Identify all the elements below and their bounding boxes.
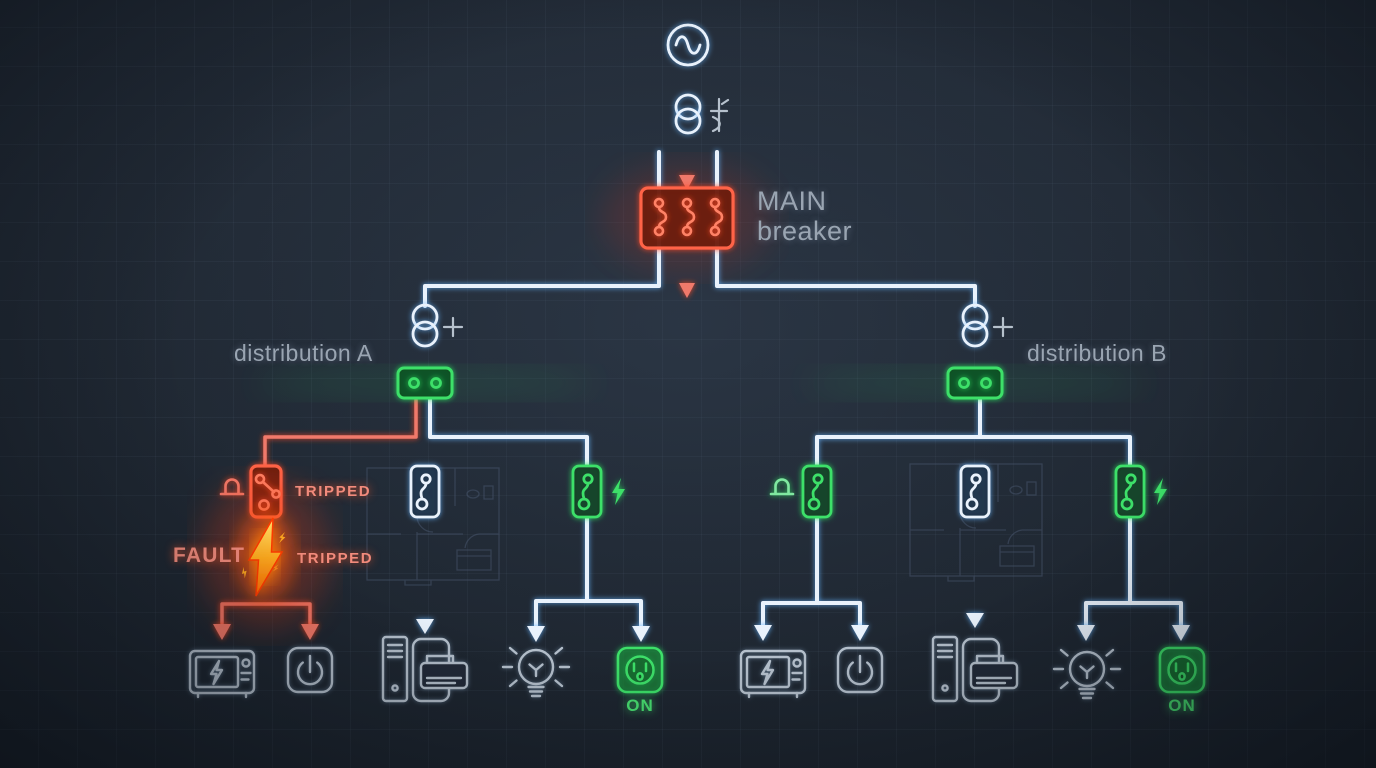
arrow-down-icon <box>966 613 984 628</box>
arrow-down-icon <box>1172 625 1190 641</box>
main-breaker-icon <box>639 186 735 250</box>
ambient-glows <box>255 133 1145 399</box>
bolt-icon <box>612 478 625 505</box>
outlet-icon <box>1160 648 1204 692</box>
winding-symbol-icon <box>709 97 730 133</box>
bolt-icon <box>1154 478 1167 505</box>
main-breaker-label: MAIN breaker <box>757 186 852 246</box>
arrow-down-icon <box>527 626 545 642</box>
breaker-closed-icon <box>409 464 441 519</box>
main-breaker-label-line1: MAIN <box>757 186 827 216</box>
arrow-down-icon <box>754 625 772 641</box>
computer-printer-icon <box>933 637 1017 701</box>
arrow-down-icon <box>301 624 319 640</box>
outlet-icon <box>618 648 662 692</box>
plus-icon <box>992 316 1014 338</box>
fault-tripped-status: TRIPPED <box>297 550 374 567</box>
microwave-icon <box>190 651 254 697</box>
ac-source-icon <box>666 23 710 67</box>
outlet-a-status: ON <box>626 696 654 715</box>
breaker-on-icon <box>1114 464 1146 519</box>
bus-switch-icon <box>946 366 1004 400</box>
arrow-down-icon <box>632 626 650 642</box>
power-button-icon <box>288 648 332 692</box>
arrow-down-icon <box>851 625 869 641</box>
arrow-down-icon <box>1077 625 1095 641</box>
main-breaker-label-line2: breaker <box>757 216 853 247</box>
microwave-icon <box>741 651 805 697</box>
computer-printer-icon <box>383 637 467 701</box>
breaker-closed-icon <box>959 464 991 519</box>
plus-icon <box>442 316 464 338</box>
breaker-tripped-status: TRIPPED <box>295 483 372 500</box>
arrow-down-icon <box>416 619 434 634</box>
transformer-icon <box>961 303 1014 348</box>
lightbulb-icon <box>503 648 569 696</box>
arrow-down-icon <box>679 283 695 298</box>
transformer-icon <box>411 303 464 348</box>
power-button-icon <box>838 648 882 692</box>
lightbulb-icon <box>1054 650 1120 698</box>
breaker-on-icon <box>801 464 833 519</box>
distribution-a-label: distribution A <box>234 340 373 366</box>
distribution-b-label: distribution B <box>1027 340 1167 366</box>
arrow-down-icon <box>213 624 231 640</box>
fault-label: FAULT <box>173 544 246 567</box>
alarm-icon <box>769 478 795 496</box>
outlet-b-status: ON <box>1168 696 1196 715</box>
transformer-icon <box>674 93 702 135</box>
breaker-on-icon <box>571 464 603 519</box>
bus-switch-icon <box>396 366 454 400</box>
